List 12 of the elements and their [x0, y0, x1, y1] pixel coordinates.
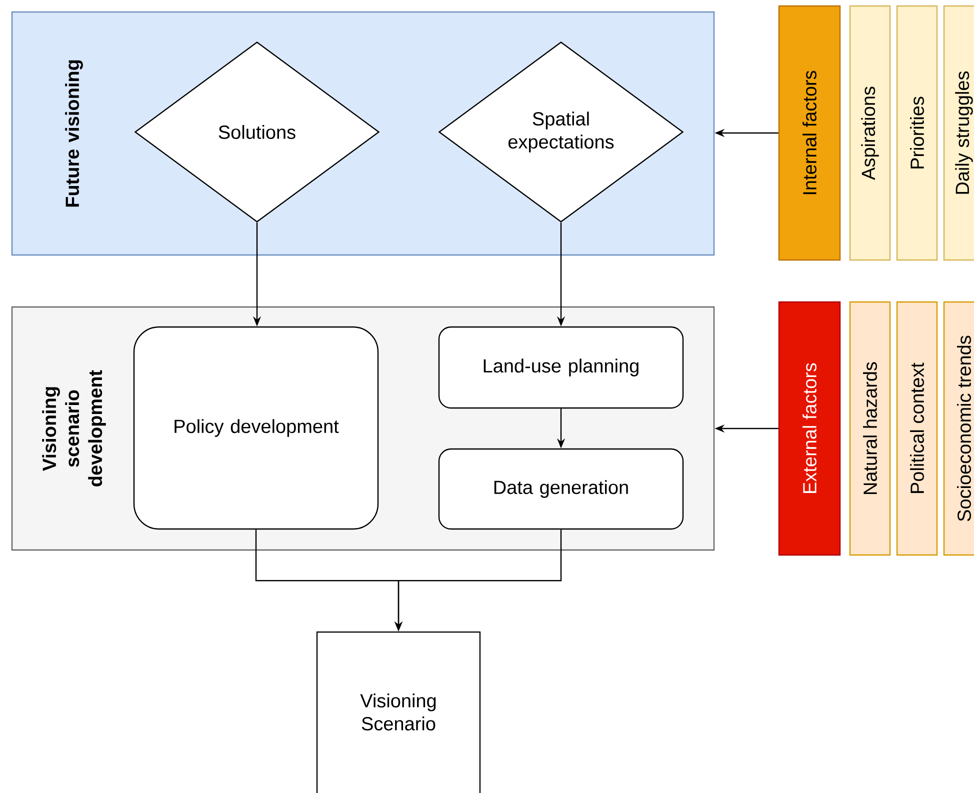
factor-bar: Priorities: [896, 5, 938, 261]
factor-bar: Natural hazards: [849, 301, 891, 556]
factor-bar: Political context: [896, 301, 938, 556]
process-box: Policy development: [133, 326, 379, 530]
process-box: Visioning Scenario: [316, 631, 481, 793]
process-box: Land-use planning: [438, 326, 684, 409]
factor-bar: Internal factors: [778, 5, 841, 261]
process-box: Data generation: [438, 448, 684, 530]
factor-bar: Aspirations: [849, 5, 891, 261]
factor-bar: Daily struggles: [943, 5, 974, 261]
factor-bar: External factors: [778, 301, 841, 556]
factor-bar: Socioeconomic trends: [943, 301, 974, 556]
